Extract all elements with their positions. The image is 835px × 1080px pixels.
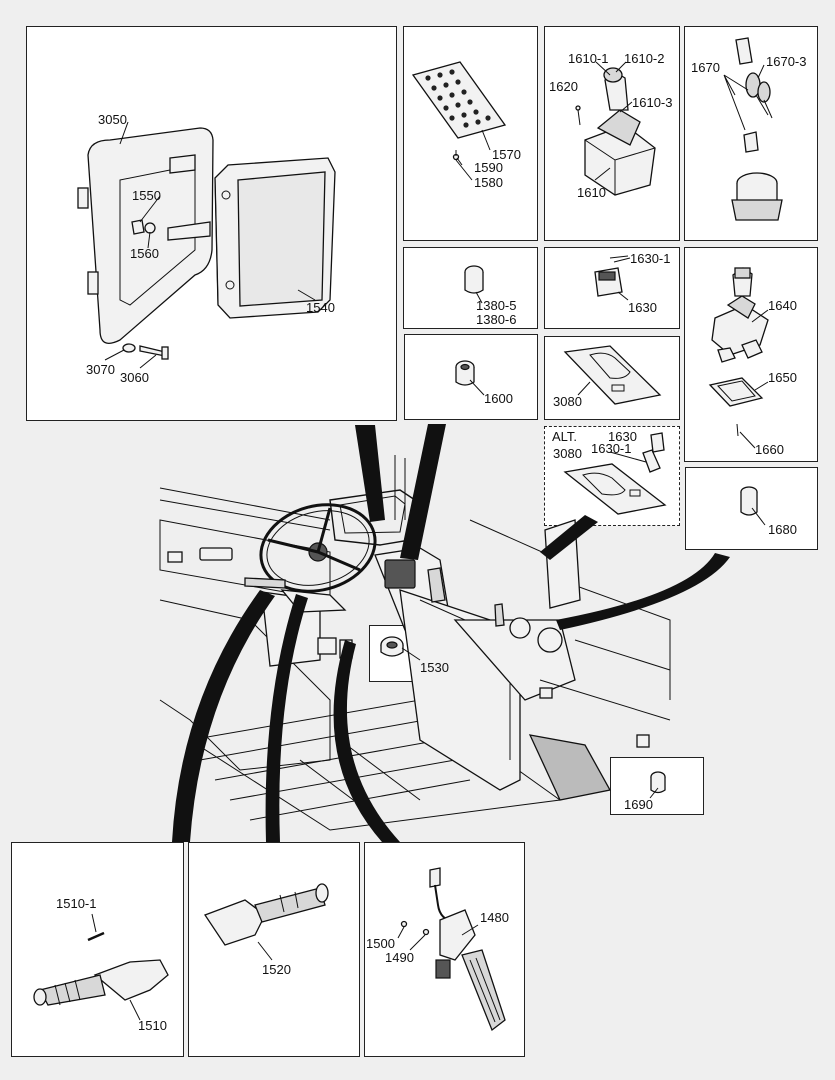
display-bezel-3050-drawing (77, 127, 214, 344)
switch-1690-drawing (650, 771, 666, 794)
socket-1600-drawing (455, 360, 475, 386)
screw-and-washer-drawing (122, 219, 169, 360)
gasket-1650-drawing (708, 377, 764, 437)
panel-stalk-1520 (188, 842, 360, 1057)
label-1520: 1520 (262, 962, 291, 977)
label-1620: 1620 (549, 79, 578, 94)
label-3070: 3070 (86, 362, 115, 377)
leader-bands (172, 424, 730, 842)
label-1590: 1590 (474, 160, 503, 175)
label-1530: 1530 (420, 660, 449, 675)
label-1640: 1640 (768, 298, 797, 313)
label-3080-alt: 3080 (553, 446, 582, 461)
accelerator-pedal-1480-drawing (400, 867, 506, 1032)
alt-plate-3080-drawing (563, 432, 667, 515)
panel-socket-1600 (404, 334, 538, 420)
plate-3080-drawing (563, 345, 662, 405)
label-1670-3: 1670-3 (766, 54, 807, 69)
label-1630-alt: 1630 (608, 429, 637, 444)
gear-lever-1610-drawing (575, 67, 656, 196)
label-1610-1: 1610-1 (568, 51, 609, 66)
label-1690: 1690 (624, 797, 653, 812)
label-1510: 1510 (138, 1018, 167, 1033)
label-1380-6: 1380-6 (476, 312, 517, 327)
stalk-switch-1520-drawing (204, 883, 329, 946)
label-1490: 1490 (385, 950, 414, 965)
label-1630-1-alt: 1630-1 (591, 441, 632, 456)
label-1650: 1650 (768, 370, 797, 385)
label-1610-2: 1610-2 (624, 51, 665, 66)
label-1600: 1600 (484, 391, 513, 406)
label-1630-top: 1630 (628, 300, 657, 315)
label-1660: 1660 (755, 442, 784, 457)
label-alt: ALT. (552, 429, 578, 444)
ignition-switch-1670-drawing (723, 37, 783, 221)
label-1570: 1570 (492, 147, 521, 162)
panel-stalk-1510 (11, 842, 184, 1057)
label-1550: 1550 (132, 188, 161, 203)
push-button-1380-drawing (464, 265, 484, 294)
label-1510-1: 1510-1 (56, 896, 97, 911)
label-1380-5: 1380-5 (476, 298, 517, 313)
label-1610-3: 1610-3 (632, 95, 673, 110)
label-1680: 1680 (768, 522, 797, 537)
label-3080-top: 3080 (553, 394, 582, 409)
rocker-switch-1630-drawing (594, 255, 629, 297)
keypad-1570-drawing (411, 61, 507, 161)
connector-1530-drawing (380, 636, 404, 657)
label-1630-1-top: 1630-1 (630, 251, 671, 266)
label-3060: 3060 (120, 370, 149, 385)
leader-lines (91, 61, 769, 1021)
label-1610: 1610 (577, 185, 606, 200)
label-1500: 1500 (366, 936, 395, 951)
display-screen-1540-drawing (214, 157, 336, 319)
joystick-1640-drawing (711, 267, 769, 363)
stalk-switch-1510-drawing (33, 931, 169, 1006)
label-1670: 1670 (691, 60, 720, 75)
label-1560: 1560 (130, 246, 159, 261)
label-1540: 1540 (306, 300, 335, 315)
label-3050: 3050 (98, 112, 127, 127)
label-1580: 1580 (474, 175, 503, 190)
label-1480: 1480 (480, 910, 509, 925)
